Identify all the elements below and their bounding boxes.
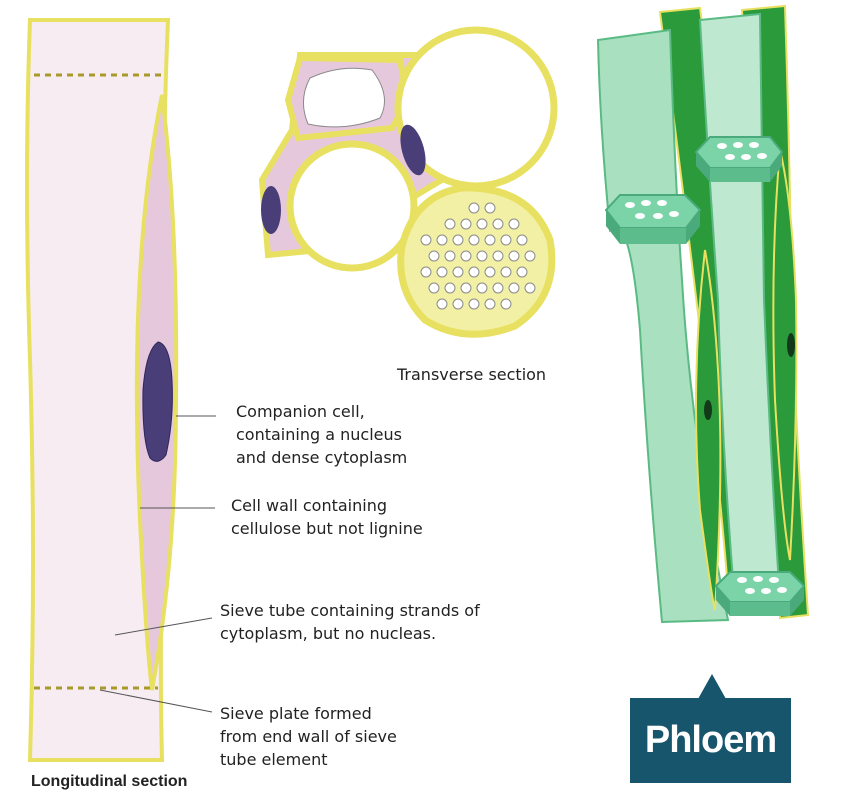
sieve-plate-label-line: tube element [220, 750, 328, 769]
sieve-pore [484, 298, 496, 310]
sieve-plate-label-line: from end wall of sieve [220, 727, 397, 746]
sieve-pore [524, 282, 536, 294]
sieve-pores [420, 202, 536, 310]
leader-lines [99, 415, 216, 713]
longitudinal-section [25, 18, 216, 762]
large-cell-left [286, 140, 418, 272]
cell-wall-label-line: Cell wall containing [231, 496, 387, 515]
sieve-pore [476, 218, 488, 230]
sieve-pore [468, 266, 480, 278]
green-nucleus-1 [704, 400, 712, 420]
sieve-pore [436, 234, 448, 246]
sieve-pore [468, 298, 480, 310]
companion-cell-green-1 [695, 249, 722, 611]
sieve-tube-label-line: Sieve tube containing strands of [220, 601, 480, 620]
sieve-pore [436, 266, 448, 278]
sieve-pore [500, 298, 512, 310]
phloem-banner-pointer [698, 674, 726, 699]
sieve-pore [524, 250, 536, 262]
sieve-pore [460, 282, 472, 294]
companion-cell-label-line: containing a nucleus [236, 425, 402, 444]
sieve-pore [508, 250, 520, 262]
vacuole [303, 67, 385, 128]
sieve-pore [436, 298, 448, 310]
companion-cell-label: Companion cell, containing a nucleus and… [236, 400, 407, 469]
green-nucleus-2 [787, 333, 795, 357]
sieve-pore [516, 234, 528, 246]
sieve-tube-label-line: cytoplasm, but no nucleas. [220, 624, 437, 643]
phloem-title: Phloem [644, 719, 777, 761]
sieve-pore [476, 282, 488, 294]
transverse-section [258, 26, 558, 338]
sieve-plate-label: Sieve plate formed from end wall of siev… [220, 702, 397, 771]
cell-wall-label-line: cellulose but not lignine [231, 519, 423, 538]
longitudinal-section-label: Longitudinal section [31, 773, 188, 790]
companion-nucleus-transverse-2 [261, 186, 281, 234]
sieve-pore [508, 218, 520, 230]
sieve-pore [484, 234, 496, 246]
sieve-pore [420, 266, 432, 278]
sieve-pore [516, 266, 528, 278]
sieve-tube-label: Sieve tube containing strands of cytopla… [220, 599, 480, 645]
sieve-plate-pores-3d [625, 142, 787, 594]
sieve-pore [484, 266, 496, 278]
transverse-section-label: Transverse section [397, 365, 547, 384]
sieve-plate-3d-1 [604, 194, 702, 244]
sieve-plate-label-line: Sieve plate formed [220, 704, 372, 723]
sieve-pore [492, 282, 504, 294]
companion-nucleus [142, 341, 173, 462]
phloem-3d-illustration [596, 4, 810, 624]
sieve-pore [468, 234, 480, 246]
sieve-pore [444, 218, 456, 230]
sieve-pore [444, 250, 456, 262]
sieve-pore [476, 250, 488, 262]
phloem-banner: Phloem [630, 698, 791, 783]
sieve-pore [508, 282, 520, 294]
cell-wall-label: Cell wall containing cellulose but not l… [231, 494, 423, 540]
sieve-pore [428, 250, 440, 262]
sieve-pore [492, 218, 504, 230]
sieve-pore [452, 266, 464, 278]
sieve-pore [452, 234, 464, 246]
companion-cell-green-2 [772, 149, 798, 561]
sieve-pore [500, 266, 512, 278]
companion-cell-label-line: Companion cell, [236, 402, 365, 421]
sieve-pore [484, 202, 496, 214]
sieve-pore [460, 250, 472, 262]
sieve-pore [420, 234, 432, 246]
companion-nucleus-transverse-1 [400, 124, 426, 176]
sieve-pore [428, 282, 440, 294]
sieve-pore [444, 282, 456, 294]
sieve-pore [468, 202, 480, 214]
companion-cell-label-line: and dense cytoplasm [236, 448, 408, 467]
sieve-pore [500, 234, 512, 246]
sieve-pore [452, 298, 464, 310]
sieve-pore [492, 250, 504, 262]
sieve-pore [460, 218, 472, 230]
